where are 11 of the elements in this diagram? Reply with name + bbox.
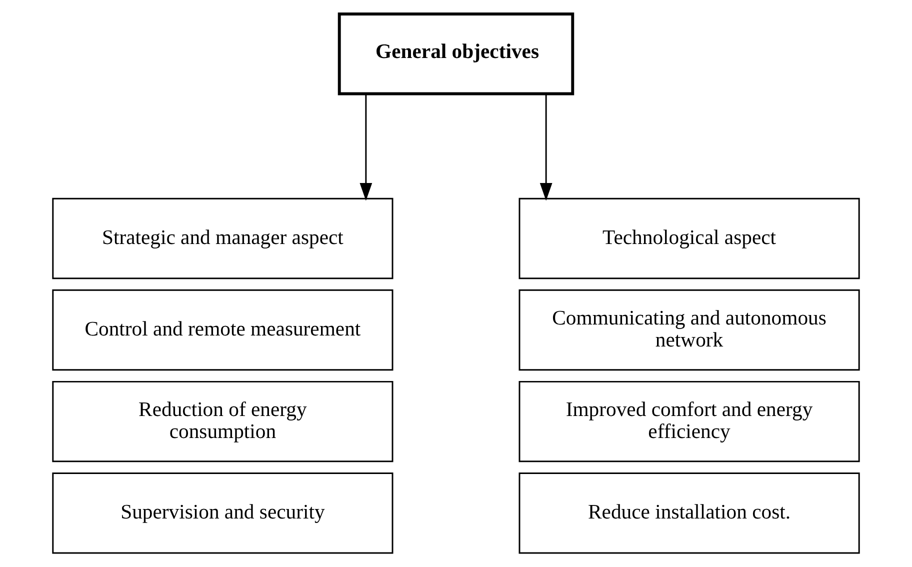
- node-box: Reduction of energy consumption: [52, 380, 394, 462]
- node-box: Control and remote measurement: [52, 289, 394, 371]
- node-box: Strategic and manager aspect: [52, 198, 394, 280]
- arrow: [360, 94, 372, 201]
- node-box: Reduce installation cost.: [518, 472, 860, 554]
- node-box: Communicating and autonomous network: [518, 289, 860, 371]
- arrow: [540, 94, 552, 201]
- node-box: Improved comfort and energy efficiency: [518, 380, 860, 462]
- node-box: Technological aspect: [518, 198, 860, 280]
- node-box: Supervision and security: [52, 472, 394, 554]
- node-box: General objectives: [338, 12, 574, 96]
